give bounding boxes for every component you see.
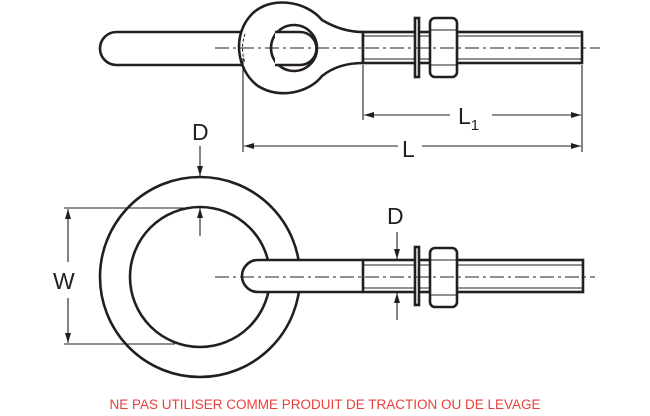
warning-text: NE PAS UTILISER COMME PRODUIT DE TRACTIO…: [109, 397, 540, 412]
bottom-washer: [413, 245, 421, 307]
w-label: W: [53, 268, 75, 294]
l1-label: L1: [458, 103, 479, 134]
bottom-pin: [240, 258, 363, 294]
rod-d-label: D: [387, 203, 404, 229]
bottom-view: W D D: [53, 119, 595, 379]
l-label: L: [402, 136, 415, 162]
ring-d-label: D: [192, 119, 209, 145]
top-view: L1 L: [98, 1, 600, 162]
